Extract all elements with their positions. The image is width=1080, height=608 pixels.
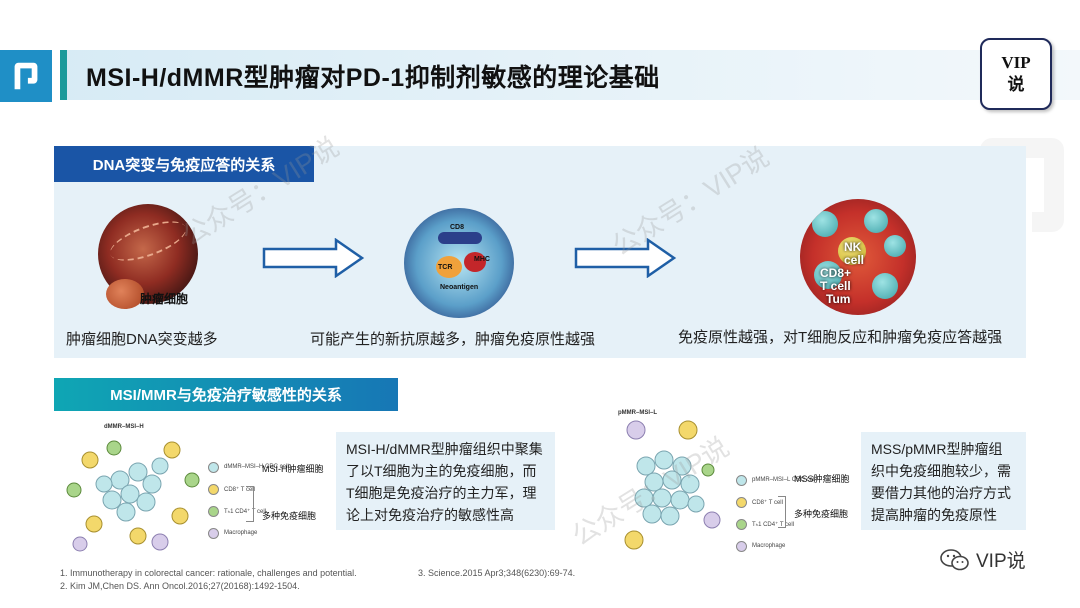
wechat-account: VIP说 (940, 546, 1026, 573)
tcr-molecule-icon (436, 256, 462, 278)
macrophage-swatch (208, 527, 219, 539)
dmmr-legend: dMMR–MSI–H CRC cell CD8⁺ T cell Tₕ1 CD4⁺… (208, 456, 289, 544)
legend-macrophage: Macrophage (208, 522, 289, 544)
colon-icon (14, 62, 38, 90)
nk-label: NK (844, 240, 862, 254)
immune-cells-label: 多种免疫细胞 (794, 509, 849, 519)
t-cell-icon (814, 261, 842, 289)
wechat-name: VIP说 (976, 551, 1026, 572)
section2-tag: MSI/MMR与免疫治疗敏感性的关系 (54, 378, 398, 411)
legend-tumor-cell: pMMR–MSI–L CRC cell (736, 469, 815, 491)
dmmr-tumor-illustration (66, 440, 200, 552)
nk-cell-label: cell (844, 253, 865, 267)
legend-cd8: CD8⁺ T cell (736, 491, 815, 513)
badge-line2: 说 (1007, 75, 1025, 94)
caption-neoantigen: 可能产生的新抗原越多，肿瘤免疫原性越强 (310, 331, 596, 348)
section1-tag: DNA突变与免疫应答的关系 (54, 146, 314, 182)
page-title: MSI-H/dMMR型肿瘤对PD-1抑制剂敏感的理论基础 (86, 64, 660, 92)
caption-dna-mutation: 肿瘤细胞DNA突变越多 (66, 331, 218, 348)
cd8-label: CD8+ (820, 266, 852, 280)
immune-cells-label: 多种免疫细胞 (262, 511, 317, 521)
legend-macrophage: Macrophage (736, 535, 815, 557)
dmmr-figure-title: dMMR–MSI–H (104, 424, 144, 430)
th1-swatch (736, 518, 747, 530)
title-bar (60, 50, 1080, 100)
tumor-label: Tum (826, 292, 851, 306)
dmmr-description: MSI-H/dMMR型肿瘤组织中聚集了以T细胞为主的免疫细胞，而T细胞是免疫治疗… (336, 432, 555, 530)
tumor-cell-swatch (736, 474, 747, 486)
badge-line1: VIP (1001, 53, 1031, 72)
cd8-swatch (208, 483, 219, 495)
msi-h-tumor-label: MSI-H肿瘤细胞 (262, 464, 324, 474)
vip-badge: VIP 说 (980, 38, 1052, 110)
t-cell-icon (864, 209, 888, 233)
reference-1: 1. Immunotherapy in colorectal cancer: r… (60, 568, 357, 578)
reference-3: 3. Science.2015 Apr3;348(6230):69-74. (418, 568, 576, 578)
tumor-cell-label: 肿瘤细胞 (140, 292, 189, 306)
caption-immunogenicity: 免疫原性越强，对T细胞反应和肿瘤免疫应答越强 (678, 329, 1003, 346)
neoantigen-label: Neoantigen (440, 284, 479, 291)
immune-response-illustration: NK cell CD8+ T cell Tum (800, 199, 916, 315)
tumor-cell-icon (106, 279, 144, 309)
legend-tumor-cell: dMMR–MSI–H CRC cell (208, 456, 289, 478)
pmmr-description: MSS/pMMR型肿瘤组织中免疫细胞较少，需要借力其他的治疗方式提高肿瘤的免疫原… (861, 432, 1026, 530)
immune-bracket (246, 486, 254, 522)
mhc-label: MHC (474, 256, 490, 263)
mhc-molecule-icon (464, 252, 486, 272)
pmmr-figure-title: pMMR–MSI–L (618, 410, 657, 416)
immune-bracket (778, 496, 786, 528)
t-cell-icon (872, 273, 898, 299)
pmmr-tumor-illustration (624, 420, 721, 550)
tcr-label: TCR (438, 264, 453, 271)
arrow-right-icon (262, 238, 365, 278)
macrophage-swatch (736, 540, 747, 552)
reference-2: 2. Kim JM,Chen DS. Ann Oncol.2016;27(201… (60, 581, 300, 591)
legend-cd8: CD8⁺ T cell (208, 478, 289, 500)
wechat-icon (940, 548, 969, 570)
cd8-label: CD8 (450, 224, 465, 231)
cd8-swatch (736, 496, 747, 508)
legend-th1: Tₕ1 CD4⁺ T cell (208, 500, 289, 522)
dna-strand-icon (105, 213, 191, 269)
th1-swatch (208, 505, 219, 517)
t-cell-icon (884, 235, 906, 257)
arrow-right-icon (574, 238, 677, 278)
title-accent (60, 50, 67, 100)
cd8-molecule-icon (438, 232, 482, 244)
nk-cell-icon (838, 237, 866, 265)
t-cell-label: T cell (820, 279, 851, 293)
colon-logo (0, 50, 52, 102)
tumor-cell-swatch (208, 461, 219, 473)
neoantigen-illustration: CD8 TCR MHC Neoantigen (404, 208, 514, 318)
mss-tumor-label: MSS肿瘤细胞 (794, 474, 850, 484)
t-cell-icon (812, 211, 838, 237)
legend-th1: Tₕ1 CD4⁺ T cell (736, 513, 815, 535)
pmmr-legend: pMMR–MSI–L CRC cell CD8⁺ T cell Tₕ1 CD4⁺… (736, 469, 815, 557)
